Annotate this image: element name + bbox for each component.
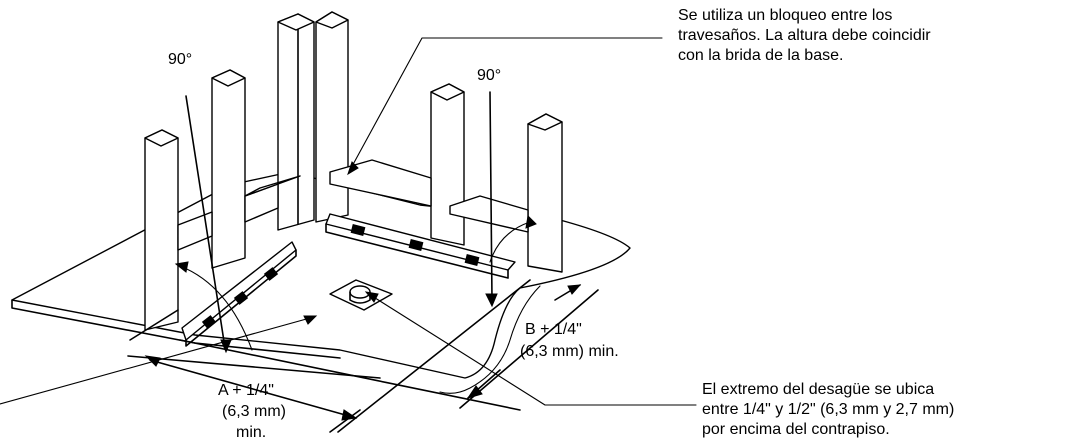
left-wall-studs xyxy=(144,13,315,331)
base-flange-back xyxy=(325,213,516,279)
angle-arcs xyxy=(174,91,537,354)
blocking-note-line-3: con la brida de la base. xyxy=(678,47,843,64)
dim-a-line-3: min. xyxy=(236,424,266,441)
dim-b-line-2: (6,3 mm) min. xyxy=(520,343,619,360)
dim-a-line-1: A + 1/4" xyxy=(218,382,274,399)
blocking-note-line-2: travesaños. La altura debe coincidir xyxy=(678,27,931,44)
drain-note-line-2: entre 1/4" y 1/2" (6,3 mm y 2,7 mm) xyxy=(702,401,954,418)
angle-label-left: 90° xyxy=(168,51,192,68)
blocking-note-line-1: Se utiliza un bloqueo entre los xyxy=(678,7,892,24)
angle-label-right: 90° xyxy=(477,67,501,84)
drain-note-line-3: por encima del contrapiso. xyxy=(702,421,890,438)
base-flange-left xyxy=(181,241,297,347)
dim-b-line-1: B + 1/4" xyxy=(525,321,582,338)
drain-note: El extremo del desagüe se ubica entre 1/… xyxy=(702,381,954,438)
drain-pipe xyxy=(329,279,393,311)
dim-a-line-2: (6,3 mm) xyxy=(222,403,286,420)
dimension-a-label: A + 1/4" (6,3 mm) min. xyxy=(218,382,286,441)
dimension-b-label: B + 1/4" (6,3 mm) min. xyxy=(520,321,619,360)
leader-lines xyxy=(0,37,697,406)
back-wall-studs xyxy=(315,11,563,273)
drain-note-line-1: El extremo del desagüe se ubica xyxy=(702,381,934,398)
blocking-note: Se utiliza un bloqueo entre los travesañ… xyxy=(678,7,931,64)
dimension-lines xyxy=(127,279,599,433)
